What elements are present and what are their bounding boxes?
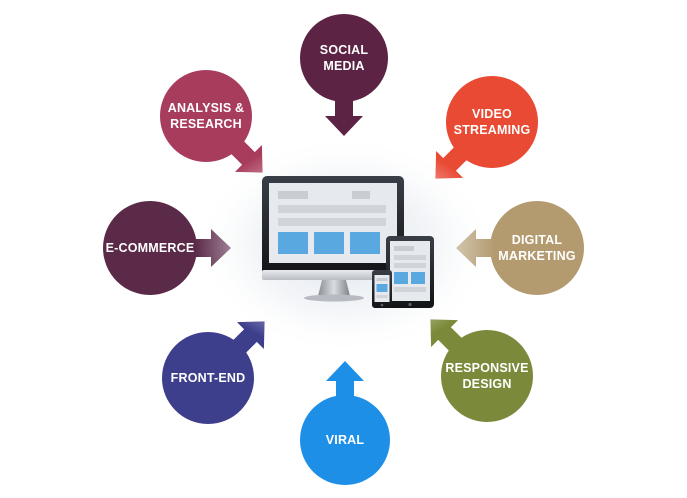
e-commerce-node xyxy=(103,201,197,295)
front-end-node xyxy=(162,332,254,424)
monitor-ui-tile xyxy=(314,232,344,254)
social-media-arrow xyxy=(325,94,363,136)
phone-ui-block xyxy=(376,278,388,281)
viral-node xyxy=(300,395,390,485)
monitor-ui-tile xyxy=(278,232,308,254)
phone-home-button xyxy=(380,303,384,307)
tablet-ui-tile xyxy=(411,272,425,284)
monitor-ui-block xyxy=(278,205,386,213)
phone-ui-block xyxy=(376,295,388,298)
analysis-research-node xyxy=(160,70,252,162)
tablet-ui-block xyxy=(394,246,414,251)
monitor-ui-block xyxy=(278,218,386,226)
monitor-stand xyxy=(318,280,350,296)
viral-arrow xyxy=(326,361,364,403)
desktop-monitor-icon xyxy=(262,176,404,302)
phone-icon xyxy=(372,270,392,308)
video-streaming-node xyxy=(446,76,538,168)
phone-ui-tile xyxy=(376,284,388,292)
monitor-ui-block xyxy=(278,191,308,199)
tablet-ui-block xyxy=(394,287,426,292)
responsive-devices-icon xyxy=(195,135,495,355)
monitor-ui-block xyxy=(352,191,370,199)
social-media-node xyxy=(300,14,388,102)
tablet-ui-block xyxy=(394,263,426,268)
tablet-icon xyxy=(386,236,434,308)
responsive-design-node xyxy=(441,330,533,422)
tablet-ui-tile xyxy=(394,272,408,284)
monitor-ui-tile xyxy=(350,232,380,254)
monitor-chin xyxy=(262,270,404,280)
digital-marketing-node xyxy=(490,201,584,295)
monitor-base xyxy=(304,294,364,302)
tablet-ui-block xyxy=(394,255,426,260)
nodes-layer xyxy=(103,14,584,485)
tablet-home-button xyxy=(408,302,412,307)
